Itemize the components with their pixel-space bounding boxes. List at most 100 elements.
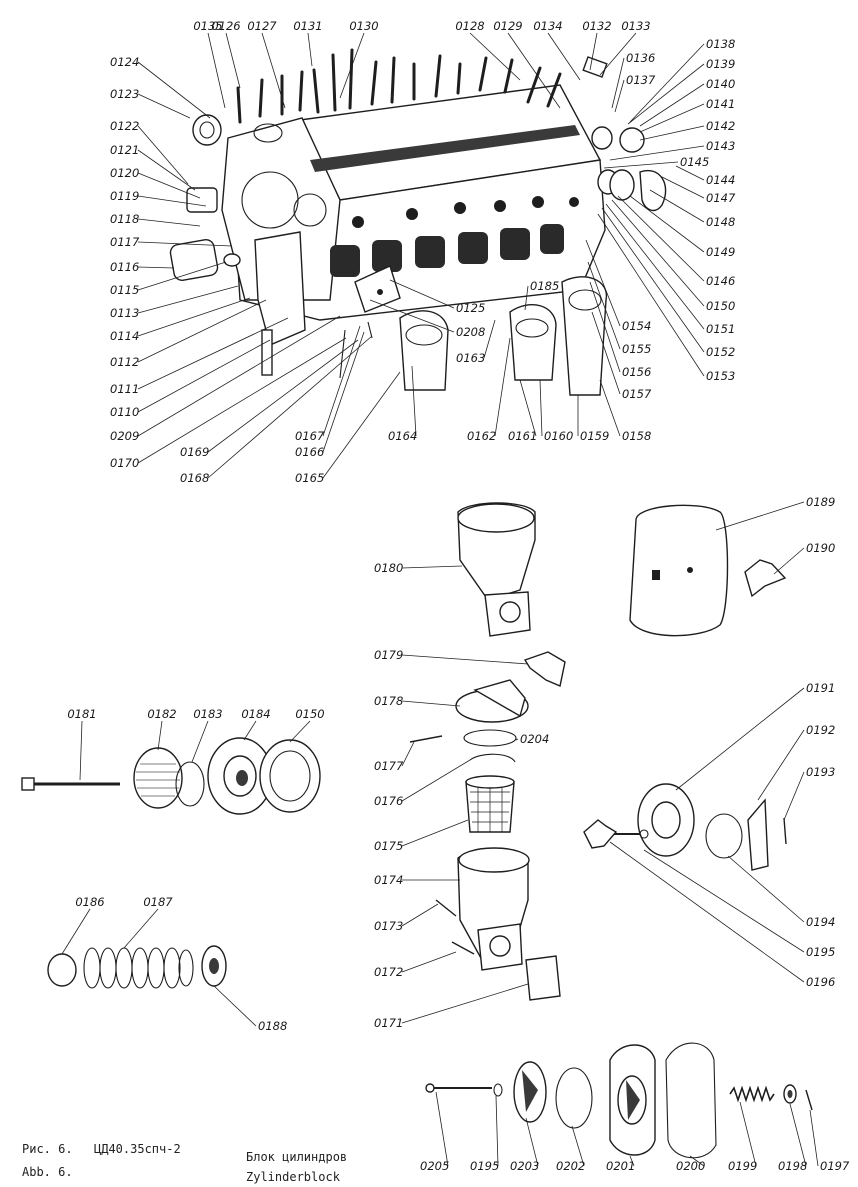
pin-0197	[805, 1089, 813, 1111]
leader-line	[599, 379, 621, 437]
part-label-0144: 0144	[706, 173, 735, 187]
part-label-0204: 0204	[520, 732, 549, 746]
leader-line	[617, 195, 705, 282]
leader-line	[307, 32, 313, 67]
part-label-0205: 0205	[420, 1159, 449, 1173]
leader-line	[591, 311, 621, 395]
leader-line	[585, 239, 621, 327]
part-label-0199: 0199	[728, 1159, 757, 1173]
leader-line	[715, 501, 805, 531]
part-label-0182: 0182	[147, 707, 176, 721]
part-label-0166: 0166	[295, 445, 324, 459]
leader-line	[659, 175, 705, 199]
leader-line	[137, 125, 189, 185]
leader-line	[137, 61, 211, 119]
gasket-0200	[665, 1042, 717, 1159]
part-label-0132: 0132	[582, 19, 611, 33]
part-label-0156: 0156	[622, 365, 651, 379]
leader-line	[261, 32, 286, 109]
part-label-0141: 0141	[706, 97, 735, 111]
part-label-0185: 0185	[530, 279, 559, 293]
leader-line	[629, 1155, 635, 1167]
leader-line	[401, 983, 529, 1024]
filter-lid	[455, 679, 529, 723]
leader-line	[494, 337, 511, 437]
part-label-0187: 0187	[143, 895, 173, 909]
leader-line	[525, 1117, 539, 1167]
part-label-0171: 0171	[374, 1016, 403, 1030]
part-label-0116: 0116	[110, 260, 139, 274]
part-label-0162: 0162	[467, 429, 496, 443]
nut-0198	[783, 1084, 797, 1104]
part-label-0111: 0111	[110, 382, 139, 396]
leader-line	[611, 57, 625, 109]
leader-line	[322, 331, 365, 453]
part-label-0202: 0202	[556, 1159, 585, 1173]
filter-housing-upper	[457, 502, 536, 637]
leader-line	[322, 325, 361, 437]
part-label-0159: 0159	[580, 429, 609, 443]
leader-line	[611, 199, 705, 307]
part-label-0122: 0122	[110, 119, 139, 133]
part-label-0173: 0173	[374, 919, 403, 933]
part-label-0193: 0193	[806, 765, 835, 779]
leader-line	[469, 32, 521, 81]
part-label-0152: 0152	[706, 345, 735, 359]
part-label-0190: 0190	[806, 541, 835, 555]
leader-line	[739, 1101, 757, 1167]
part-label-0208: 0208	[456, 325, 485, 339]
spring-0199	[729, 1085, 775, 1103]
leader-line	[137, 195, 207, 207]
part-label-0197: 0197	[820, 1159, 850, 1173]
figure-number-ru: Рис. 6.	[22, 1142, 73, 1156]
title-de: Zylinderblock	[246, 1170, 340, 1184]
part-label-0150: 0150	[295, 707, 324, 721]
part-label-0131: 0131	[293, 19, 322, 33]
part-label-0196: 0196	[806, 975, 835, 989]
part-label-0142: 0142	[706, 119, 735, 133]
bolt-0205	[425, 1083, 492, 1093]
leader-line	[614, 79, 625, 113]
part-label-0113: 0113	[110, 306, 139, 320]
leader-line	[609, 145, 705, 161]
part-label-0128: 0128	[455, 19, 484, 33]
part-label-0151: 0151	[706, 322, 735, 336]
strainer-basket	[465, 775, 515, 833]
part-label-0118: 0118	[110, 212, 139, 226]
leader-line	[515, 738, 519, 741]
disc-0188	[201, 945, 227, 987]
cover-0201	[609, 1044, 656, 1156]
leader-line	[401, 654, 529, 665]
leader-line	[809, 1109, 819, 1167]
leader-line	[519, 379, 537, 437]
part-label-0153: 0153	[706, 369, 735, 383]
ring-0176	[469, 753, 516, 763]
leader-line	[783, 771, 805, 821]
part-label-0209: 0209	[110, 429, 139, 443]
part-label-0143: 0143	[706, 139, 735, 153]
part-label-0115: 0115	[110, 283, 139, 297]
ring-0194	[705, 813, 743, 859]
leader-line	[589, 32, 598, 71]
part-label-0155: 0155	[622, 342, 651, 356]
ring-0202	[555, 1067, 593, 1129]
part-label-0138: 0138	[706, 37, 735, 51]
leader-line	[789, 1103, 807, 1167]
part-label-0192: 0192	[806, 723, 835, 737]
part-label-0195: 0195	[806, 945, 835, 959]
part-label-0183: 0183	[193, 707, 222, 721]
part-label-0175: 0175	[374, 839, 403, 853]
part-label-0163: 0163	[456, 351, 485, 365]
filter-cover	[629, 504, 787, 637]
leader-line	[675, 687, 805, 791]
part-label-0203: 0203	[510, 1159, 539, 1173]
stud-0172	[451, 941, 475, 955]
leader-line	[627, 63, 705, 125]
part-label-0178: 0178	[374, 694, 403, 708]
leader-line	[605, 203, 705, 330]
part-label-0150: 0150	[706, 299, 735, 313]
part-label-0186: 0186	[75, 895, 104, 909]
leader-line	[483, 319, 496, 359]
